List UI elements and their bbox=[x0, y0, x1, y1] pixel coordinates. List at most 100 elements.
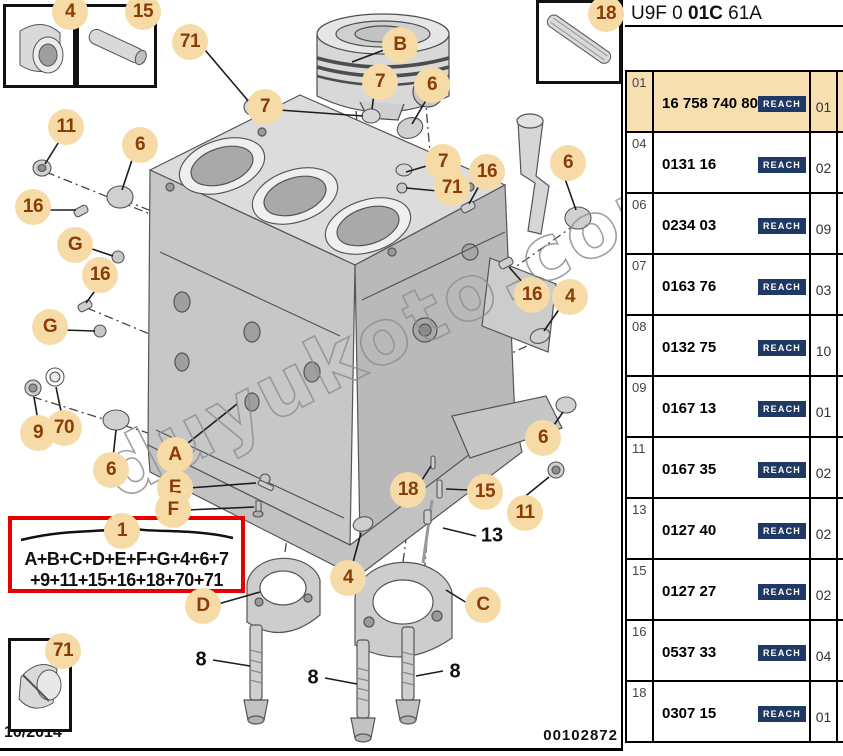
callout-bubble[interactable]: 6 bbox=[414, 67, 450, 103]
row-main-cell: 0131 16 REACH bbox=[654, 133, 811, 192]
callout-bubble[interactable]: 16 bbox=[15, 189, 51, 225]
row-index: 13 bbox=[627, 499, 654, 558]
callout-bubble[interactable]: 4 bbox=[552, 279, 588, 315]
callout-bubble[interactable]: 18 bbox=[588, 0, 624, 32]
reach-badge[interactable]: REACH bbox=[757, 340, 806, 356]
oil-dipstick-tube bbox=[516, 113, 550, 235]
reach-badge[interactable]: REACH bbox=[757, 279, 806, 295]
callout-bubble[interactable]: G bbox=[57, 227, 93, 263]
callout-bubble[interactable]: 71 bbox=[45, 633, 81, 669]
reach-badge[interactable]: REACH bbox=[757, 218, 806, 234]
row-quantity: 10 bbox=[811, 316, 838, 375]
row-index: 04 bbox=[627, 133, 654, 192]
pin-thumb bbox=[88, 28, 147, 66]
table-row[interactable]: 08 0132 75 REACH 10 bbox=[627, 316, 843, 377]
reach-badge[interactable]: REACH bbox=[757, 462, 806, 478]
row-extra-cell bbox=[838, 377, 843, 436]
callout-bubble[interactable]: C bbox=[465, 587, 501, 623]
row-quantity: 02 bbox=[811, 438, 838, 497]
callout-bubble[interactable]: 7 bbox=[362, 64, 398, 100]
row-extra-cell bbox=[838, 560, 843, 619]
callout-bubble[interactable]: D bbox=[185, 588, 221, 624]
callout-bubble[interactable]: 16 bbox=[82, 257, 118, 293]
callout-bubble[interactable]: 15 bbox=[467, 474, 503, 510]
reach-badge[interactable]: REACH bbox=[757, 401, 806, 417]
callout-bubble[interactable]: 16 bbox=[514, 277, 550, 313]
row-index: 09 bbox=[627, 377, 654, 436]
formula-line-1: A+B+C+D+E+F+G+4+6+7 bbox=[24, 549, 229, 569]
reach-badge[interactable]: REACH bbox=[757, 584, 806, 600]
part-ref-label: 13 bbox=[480, 524, 504, 547]
callout-bubble[interactable]: 4 bbox=[330, 560, 366, 596]
part-number: 0537 33 bbox=[662, 644, 717, 661]
table-row[interactable]: 09 0167 13 REACH 01 bbox=[627, 377, 843, 438]
drawing-number: 00102872 bbox=[543, 727, 618, 744]
row-quantity: 02 bbox=[811, 133, 838, 192]
roll-pin-thumb bbox=[546, 14, 612, 64]
callout-bubble[interactable]: 1 bbox=[104, 513, 140, 549]
callout-bubble[interactable]: G bbox=[32, 309, 68, 345]
small-parts bbox=[24, 98, 592, 564]
table-row[interactable]: 16 0537 33 REACH 04 bbox=[627, 621, 843, 682]
reach-badge[interactable]: REACH bbox=[757, 523, 806, 539]
table-row[interactable]: 01 16 758 740 80 REACH 01 bbox=[627, 72, 843, 133]
parts-table-body: 01 16 758 740 80 REACH 01 04 0131 16 REA… bbox=[625, 70, 843, 743]
callout-bubble[interactable]: 16 bbox=[469, 154, 505, 190]
row-extra-cell bbox=[838, 621, 843, 680]
callout-bubble[interactable]: 71 bbox=[434, 170, 470, 206]
callout-bubble[interactable]: A bbox=[157, 437, 193, 473]
row-extra-cell bbox=[838, 682, 843, 741]
row-extra-cell bbox=[838, 133, 843, 192]
part-number: 0131 16 bbox=[662, 156, 717, 173]
callout-bubble[interactable]: 15 bbox=[125, 0, 161, 30]
engine-code-bold: 01C bbox=[688, 3, 723, 24]
row-main-cell: 0127 40 REACH bbox=[654, 499, 811, 558]
row-index: 16 bbox=[627, 621, 654, 680]
table-row[interactable]: 07 0163 76 REACH 03 bbox=[627, 255, 843, 316]
row-main-cell: 0537 33 REACH bbox=[654, 621, 811, 680]
callout-bubble[interactable]: 4 bbox=[52, 0, 88, 30]
row-quantity: 01 bbox=[811, 72, 838, 131]
callout-bubble[interactable]: 6 bbox=[525, 420, 561, 456]
callout-bubble[interactable]: 18 bbox=[390, 472, 426, 508]
callout-bubble[interactable]: 6 bbox=[550, 145, 586, 181]
engine-code-suffix: 61A bbox=[722, 3, 762, 24]
part-number: 0163 76 bbox=[662, 278, 717, 295]
reach-badge[interactable]: REACH bbox=[757, 706, 806, 722]
row-main-cell: 0132 75 REACH bbox=[654, 316, 811, 375]
callout-bubble[interactable]: 11 bbox=[48, 109, 84, 145]
reach-badge[interactable]: REACH bbox=[757, 96, 806, 112]
row-index: 06 bbox=[627, 194, 654, 253]
reach-badge[interactable]: REACH bbox=[757, 157, 806, 173]
engine-exploded-drawing: duyukoto.com bbox=[24, 13, 623, 743]
row-quantity: 03 bbox=[811, 255, 838, 314]
row-main-cell: 0167 13 REACH bbox=[654, 377, 811, 436]
row-extra-cell bbox=[838, 316, 843, 375]
row-main-cell: 0167 35 REACH bbox=[654, 438, 811, 497]
thumbnail-box-part4 bbox=[3, 4, 76, 88]
table-row[interactable]: 18 0307 15 REACH 01 bbox=[627, 682, 843, 743]
panel-divider bbox=[621, 0, 623, 750]
table-row[interactable]: 04 0131 16 REACH 02 bbox=[627, 133, 843, 194]
callout-bubble[interactable]: 6 bbox=[122, 127, 158, 163]
row-extra-cell bbox=[838, 72, 843, 131]
thumbnail-box-part18 bbox=[536, 0, 622, 84]
callout-bubble[interactable]: 11 bbox=[507, 495, 543, 531]
table-row[interactable]: 11 0167 35 REACH 02 bbox=[627, 438, 843, 499]
callout-bubble[interactable]: 6 bbox=[93, 452, 129, 488]
part-ref-label: 8 bbox=[449, 660, 461, 683]
callout-bubble[interactable]: B bbox=[382, 27, 418, 63]
callout-bubble[interactable]: 7 bbox=[247, 89, 283, 125]
callout-bubble[interactable]: 71 bbox=[172, 24, 208, 60]
part-number: 0167 35 bbox=[662, 461, 717, 478]
row-main-cell: 0163 76 REACH bbox=[654, 255, 811, 314]
reach-badge[interactable]: REACH bbox=[757, 645, 806, 661]
callout-bubble[interactable]: 70 bbox=[46, 410, 82, 446]
row-index: 01 bbox=[627, 72, 654, 131]
table-row[interactable]: 13 0127 40 REACH 02 bbox=[627, 499, 843, 560]
bushing-thumb bbox=[19, 24, 64, 74]
table-row[interactable]: 15 0127 27 REACH 02 bbox=[627, 560, 843, 621]
part-number: 0234 03 bbox=[662, 217, 717, 234]
callout-bubble[interactable]: F bbox=[155, 492, 191, 528]
table-row[interactable]: 06 0234 03 REACH 09 bbox=[627, 194, 843, 255]
